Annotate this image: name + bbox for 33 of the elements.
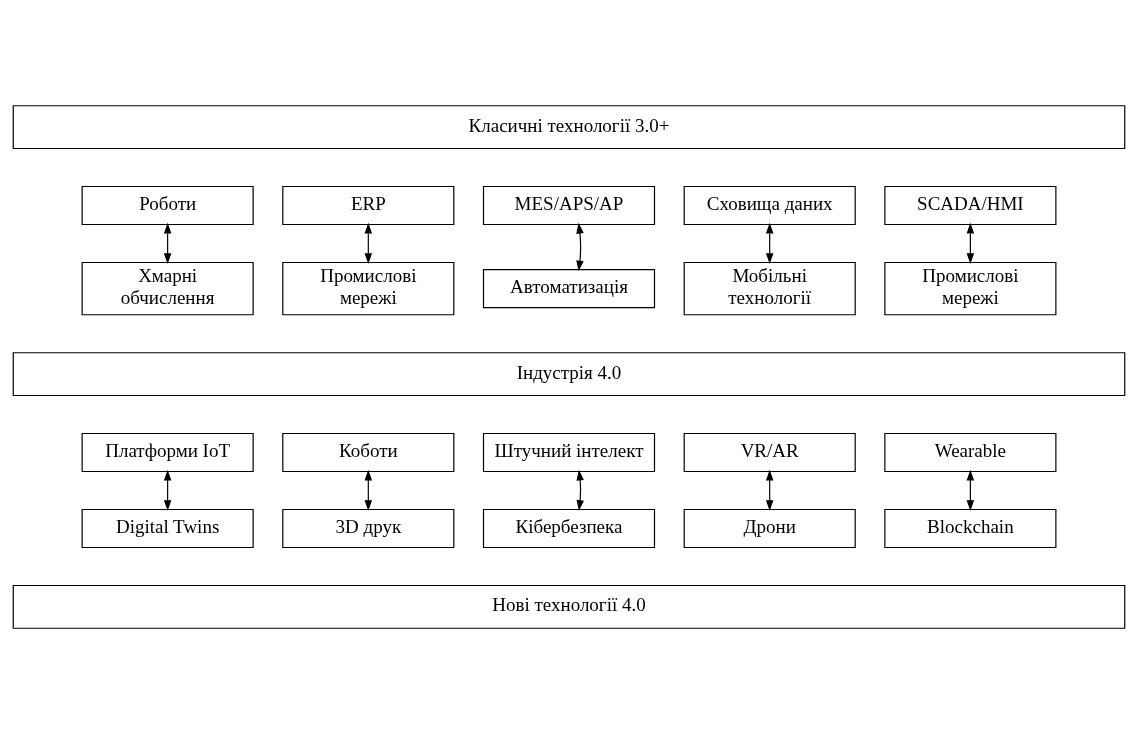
arrow (765, 222, 774, 265)
node-box: Digital Twins (81, 508, 254, 549)
node-box: VR/AR (683, 432, 856, 473)
arrow (966, 222, 975, 265)
arrow (364, 222, 373, 265)
node-box: Коботи (282, 432, 455, 473)
arrow (163, 469, 172, 511)
arrow (576, 469, 584, 511)
node-box: Wearable (884, 432, 1057, 473)
node-box: Класичні технології 3.0+ (12, 105, 1126, 150)
node-box: Індустрія 4.0 (12, 352, 1126, 397)
node-box: Роботи (81, 185, 254, 226)
arrow (576, 222, 584, 272)
node-box: Штучний інтелект (482, 432, 656, 473)
node-box: SCADA/HMI (884, 185, 1057, 226)
node-box: Сховища даних (683, 185, 856, 226)
node-box: Кібербезпека (482, 508, 656, 549)
node-box: Автоматизація (482, 269, 656, 309)
arrow (966, 469, 975, 511)
node-box: Промислові мережі (884, 261, 1057, 316)
node-box: Мобільні технології (683, 261, 856, 316)
node-box: 3D друк (282, 508, 455, 549)
arrow (765, 469, 774, 511)
node-box: Blockchain (884, 508, 1057, 549)
node-box: Промислові мережі (282, 261, 455, 316)
node-box: MES/APS/AP (482, 185, 656, 226)
arrow (364, 469, 373, 511)
node-box: Хмарні обчислення (81, 261, 254, 316)
arrow (163, 222, 172, 265)
node-box: Дрони (683, 508, 856, 549)
node-box: Нові технології 4.0 (12, 584, 1126, 629)
node-box: ERP (282, 185, 455, 226)
node-box: Платформи IoT (81, 432, 254, 473)
